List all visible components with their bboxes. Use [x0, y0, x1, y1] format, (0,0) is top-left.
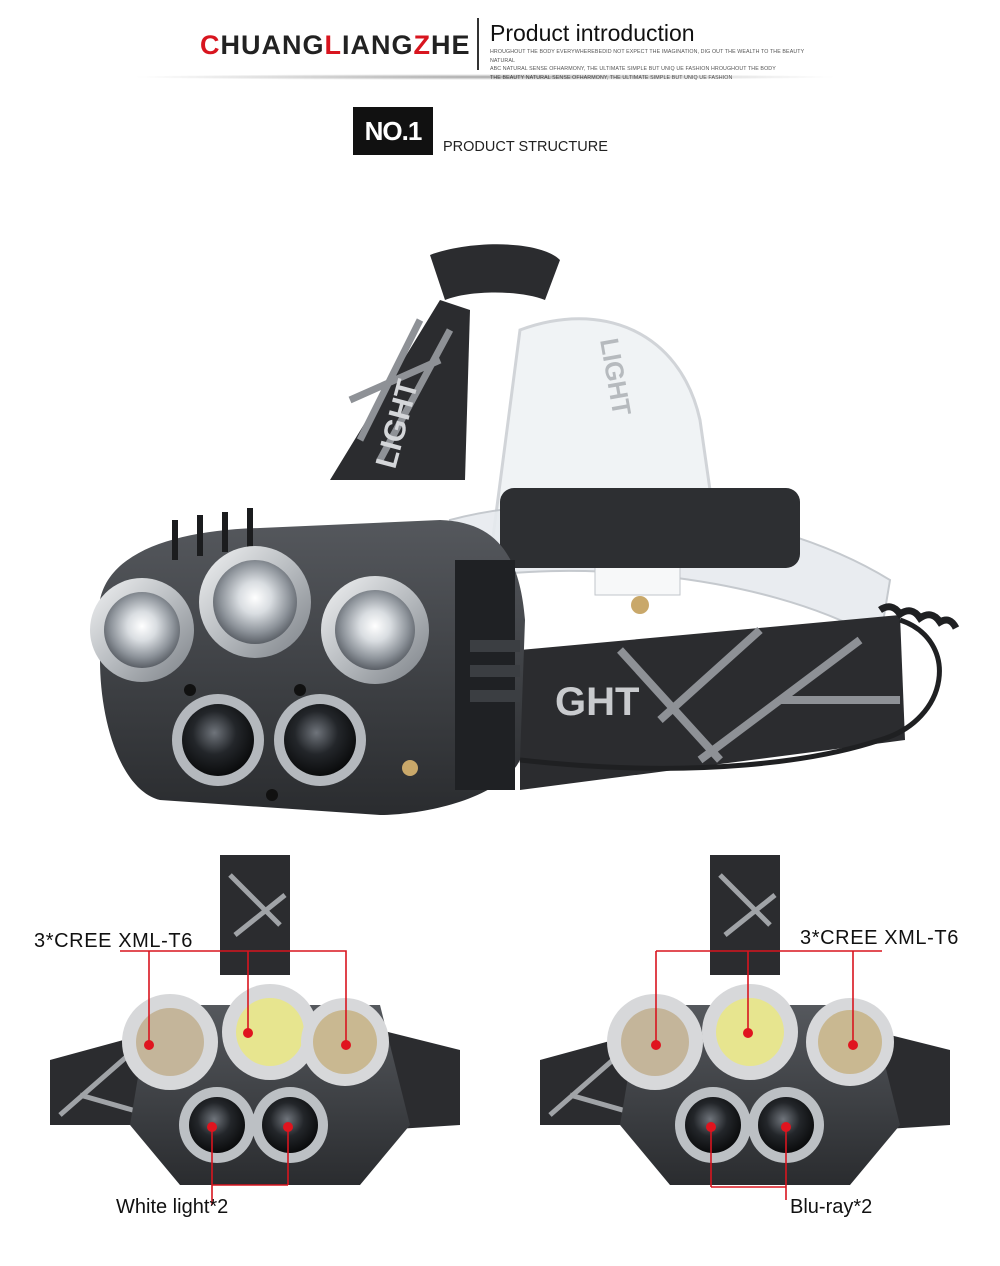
intro-subtext-line: ABC NATURAL SENSE OFHARMONY, THE ULTIMAT… — [490, 66, 776, 73]
headlamp-white-light-diagram — [50, 855, 460, 1205]
led-lens — [104, 592, 180, 668]
brand-letter: C — [200, 30, 221, 60]
strap-pattern — [718, 873, 777, 937]
intro-subtext-line: THE BEAUTY NATURAL SENSE OFHARMONY, THE … — [490, 74, 820, 83]
charge-port — [402, 760, 418, 776]
lower-lens — [189, 1097, 245, 1153]
led-dot — [848, 1040, 858, 1050]
strap-pattern — [228, 873, 287, 937]
brand-letter: HUANG — [220, 30, 325, 60]
brand-name: CHUANGLIANGZHE — [200, 30, 471, 61]
screw — [266, 789, 278, 801]
brand-letter: L — [324, 30, 342, 60]
section-label: PRODUCT STRUCTURE — [443, 139, 608, 155]
lower-lens — [182, 704, 254, 776]
callout-blu-ray: Blu-ray*2 — [790, 1196, 873, 1218]
screw — [294, 684, 306, 696]
vent — [470, 640, 520, 652]
vent — [470, 690, 520, 702]
screw — [184, 684, 196, 696]
top-strap — [430, 244, 560, 300]
battery-box — [500, 488, 800, 568]
callout-cree-right: 3*CREE XML-T6 — [800, 927, 959, 949]
callout-line-bottom — [710, 1125, 787, 1200]
led-lens — [236, 998, 304, 1066]
led-dot — [341, 1040, 351, 1050]
led-dot — [743, 1028, 753, 1038]
strap-pattern — [617, 627, 900, 764]
led-dot — [651, 1040, 661, 1050]
header-divider — [477, 18, 479, 70]
side-strap — [520, 615, 905, 790]
callout-line-top — [655, 950, 882, 1045]
led-dot — [144, 1040, 154, 1050]
callout-line-top — [120, 950, 347, 1045]
rivet — [631, 596, 649, 614]
top-strap — [710, 855, 780, 975]
headlamp-blu-ray-diagram — [540, 855, 950, 1200]
intro-subtext-line: HROUGHOUT THE BODY EVERYWHEREBEDID NOT E… — [490, 49, 805, 64]
header-shadow-rule — [130, 74, 840, 80]
intro-subtext: HROUGHOUT THE BODY EVERYWHEREBEDID NOT E… — [490, 48, 820, 82]
led-dot — [706, 1122, 716, 1132]
led-lens — [213, 560, 297, 644]
intro-title: Product introduction — [490, 20, 695, 46]
strap-text-side: GHT — [555, 680, 639, 724]
led-dot — [283, 1122, 293, 1132]
heat-fins — [172, 508, 253, 560]
led-dot — [781, 1122, 791, 1132]
headlamp-main-image: LIGHT LIGHT GHT — [90, 244, 960, 815]
lower-lens — [284, 704, 356, 776]
strap-pattern — [348, 318, 454, 462]
led-dot — [207, 1122, 217, 1132]
coil — [878, 603, 960, 630]
callout-cree-left: 3*CREE XML-T6 — [34, 930, 193, 952]
callout-white-light: White light*2 — [116, 1196, 229, 1218]
brand-letter: IANG — [342, 30, 414, 60]
section-badge: NO.1 — [353, 107, 433, 155]
led-dot — [243, 1028, 253, 1038]
brand-letter: HE — [431, 30, 471, 60]
vent — [470, 665, 520, 677]
callout-line-bottom — [211, 1125, 289, 1205]
brand-letter: Z — [413, 30, 431, 60]
led-lens — [335, 590, 415, 670]
cable — [519, 617, 942, 771]
led-lens — [136, 1008, 204, 1076]
top-strap — [220, 855, 290, 975]
